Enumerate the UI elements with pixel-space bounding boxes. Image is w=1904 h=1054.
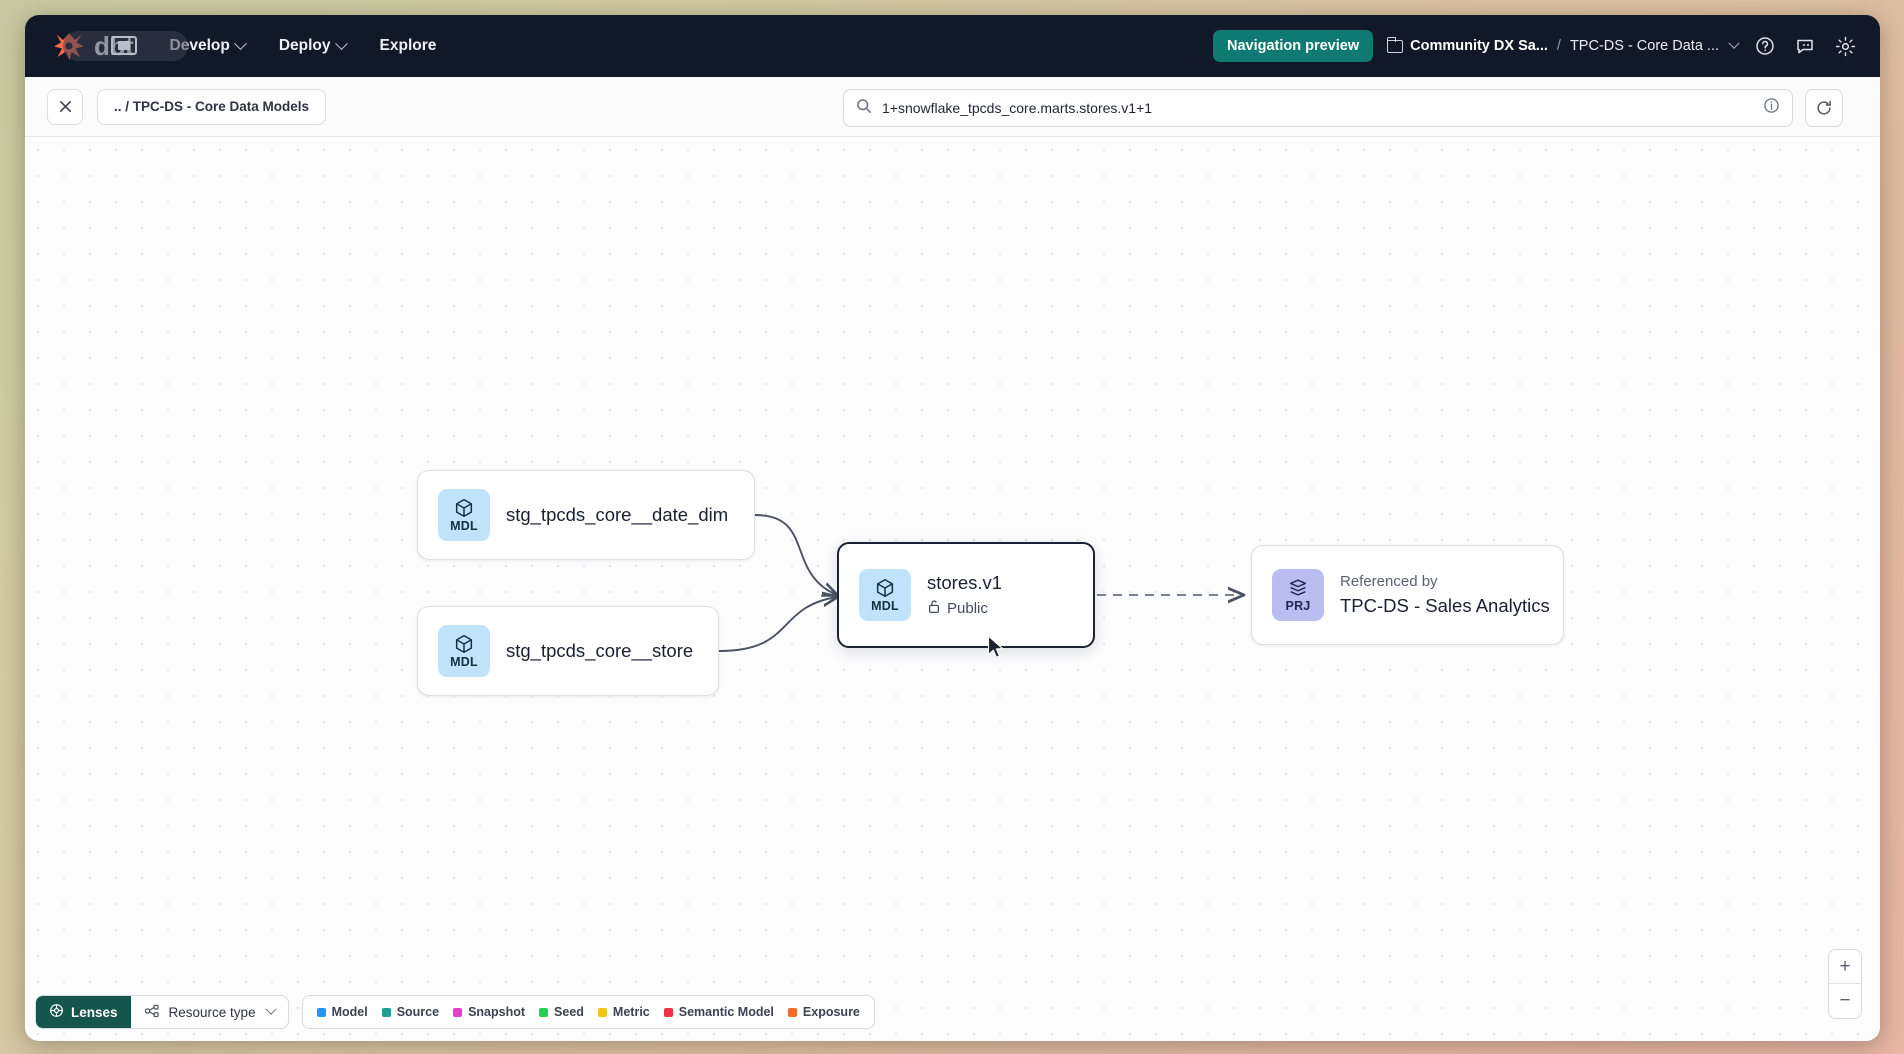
model-badge-label: MDL — [871, 599, 899, 614]
model-badge-label: MDL — [450, 655, 478, 670]
legend-label: Exposure — [802, 1005, 860, 1019]
legend-swatch — [539, 1007, 549, 1017]
nav-explore[interactable]: Explore — [378, 31, 439, 61]
model-badge: MDL — [438, 489, 490, 541]
model-badge: MDL — [438, 625, 490, 677]
node-eyebrow: Referenced by — [1340, 573, 1438, 590]
project-badge: PRJ — [1272, 569, 1324, 621]
legend-label: Model — [331, 1005, 368, 1019]
gear-icon[interactable] — [1832, 33, 1858, 59]
edge-store-to-stores — [718, 597, 837, 652]
tab-thumbnail-icon — [111, 36, 137, 55]
search-icon — [856, 98, 872, 119]
chevron-down-icon — [334, 36, 348, 50]
project-badge-label: PRJ — [1285, 599, 1311, 614]
breadcrumb-chip[interactable]: .. / TPC-DS - Core Data Models — [97, 88, 327, 125]
node-title: TPC-DS - Sales Analytics — [1340, 595, 1550, 616]
edge-date-dim-to-stores — [754, 514, 837, 595]
chevron-down-icon — [233, 36, 247, 50]
nav-deploy[interactable]: Deploy — [277, 31, 348, 61]
feedback-chat-icon[interactable] — [1792, 33, 1818, 59]
help-circle-icon[interactable] — [1752, 33, 1778, 59]
search-input-value: 1+snowflake_tpcds_core.marts.stores.v1+1 — [882, 100, 1153, 116]
explore-toolbar: .. / TPC-DS - Core Data Models 1+snowfla… — [25, 77, 1880, 137]
legend-label: Source — [396, 1005, 440, 1019]
node-title: stg_tpcds_core__date_dim — [506, 504, 729, 525]
nav-deploy-label: Deploy — [278, 37, 331, 54]
model-badge: MDL — [859, 569, 911, 621]
node-body: stg_tpcds_core__date_dim — [506, 504, 728, 526]
resource-type-legend: Model Source Snapshot Seed Metric — [301, 995, 875, 1029]
canvas-bottom-controls: Lenses Resource type — [35, 995, 875, 1029]
node-access-row: Public — [927, 599, 1002, 618]
model-badge-label: MDL — [450, 519, 478, 534]
chevron-down-icon[interactable] — [1728, 37, 1740, 49]
search-input[interactable]: 1+snowflake_tpcds_core.marts.stores.v1+1 — [843, 89, 1793, 127]
breadcrumb-environment[interactable]: TPC-DS - Core Data ... — [1570, 38, 1719, 54]
browser-tab-pill[interactable] — [63, 31, 188, 61]
breadcrumb-account-label: Community DX Sa... — [1410, 38, 1548, 54]
legend-label: Seed — [554, 1005, 584, 1019]
lenses-button[interactable]: Lenses — [36, 996, 131, 1028]
close-button[interactable] — [47, 88, 83, 125]
top-navigation-bar: dbt Develop Deploy Explore Navigation pr… — [25, 15, 1880, 77]
lineage-graph: MDL stg_tpcds_core__date_dim MDL stg_tpc… — [25, 137, 1880, 1041]
legend-item: Source — [381, 1005, 440, 1019]
breadcrumb-environment-label: TPC-DS - Core Data ... — [1569, 38, 1719, 54]
legend-label: Metric — [612, 1005, 650, 1019]
legend-swatch — [787, 1007, 797, 1017]
zoom-in-button[interactable]: + — [1829, 950, 1861, 984]
navigation-preview-button[interactable]: Navigation preview — [1212, 30, 1374, 62]
legend-swatch — [597, 1007, 607, 1017]
legend-item: Metric — [597, 1005, 650, 1019]
account-breadcrumb: Community DX Sa... / TPC-DS - Core Data … — [1387, 36, 1740, 54]
lens-group: Lenses Resource type — [35, 995, 289, 1029]
chevron-down-icon — [264, 1003, 277, 1015]
legend-item: Exposure — [787, 1005, 860, 1019]
graph-node-selected-model[interactable]: MDL stores.v1 Public — [837, 542, 1095, 648]
graph-node-project[interactable]: PRJ Referenced by TPC-DS - Sales Analyti… — [1251, 545, 1564, 645]
legend-item: Seed — [539, 1005, 584, 1019]
top-nav-right: Navigation preview Community DX Sa... / … — [1212, 30, 1858, 62]
lens-icon — [49, 1003, 64, 1021]
resource-type-button[interactable]: Resource type — [130, 996, 288, 1028]
folder-icon — [1387, 36, 1404, 53]
legend-item: Semantic Model — [663, 1005, 774, 1019]
zoom-controls: + − — [1828, 949, 1862, 1019]
refresh-button[interactable] — [1805, 89, 1843, 127]
lineage-canvas[interactable]: MDL stg_tpcds_core__date_dim MDL stg_tpc… — [25, 137, 1880, 1041]
unlock-icon — [927, 599, 941, 618]
breadcrumb-account[interactable]: Community DX Sa... — [1387, 36, 1548, 54]
legend-label: Snapshot — [468, 1005, 526, 1019]
legend-item: Snapshot — [453, 1005, 525, 1019]
node-body: stg_tpcds_core__store — [506, 640, 694, 662]
graph-node-model[interactable]: MDL stg_tpcds_core__date_dim — [417, 470, 755, 560]
node-body: stores.v1 Public — [927, 572, 1002, 618]
node-title: stg_tpcds_core__store — [506, 640, 694, 661]
zoom-out-button[interactable]: − — [1839, 990, 1851, 1011]
legend-label: Semantic Model — [678, 1005, 774, 1019]
main-nav-links: Develop Deploy Explore — [168, 31, 439, 61]
legend-swatch — [381, 1007, 391, 1017]
info-circle-icon[interactable] — [1763, 97, 1780, 119]
lenses-label: Lenses — [71, 1004, 118, 1020]
nodes-icon — [144, 1003, 160, 1022]
legend-swatch — [453, 1007, 463, 1017]
node-body: Referenced by TPC-DS - Sales Analytics — [1340, 573, 1550, 617]
node-title: stores.v1 — [927, 572, 1003, 593]
legend-swatch — [663, 1007, 673, 1017]
nav-explore-label: Explore — [379, 37, 437, 54]
legend-item: Model — [316, 1005, 368, 1019]
search-area: 1+snowflake_tpcds_core.marts.stores.v1+1 — [843, 89, 1843, 127]
legend-swatch — [316, 1007, 326, 1017]
graph-node-model[interactable]: MDL stg_tpcds_core__store — [417, 606, 719, 696]
node-access-label: Public — [947, 600, 988, 617]
resource-type-label: Resource type — [168, 1004, 256, 1020]
breadcrumb-separator: / — [1556, 38, 1561, 54]
app-window: dbt Develop Deploy Explore Navigation pr… — [25, 15, 1880, 1041]
